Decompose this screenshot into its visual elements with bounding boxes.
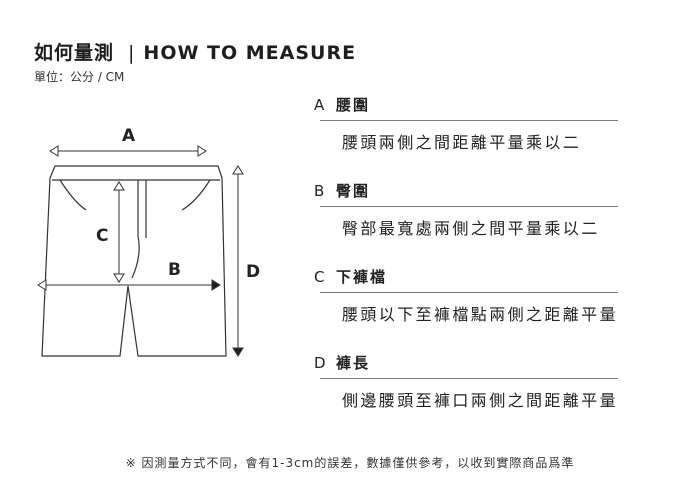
shorts-outline <box>41 165 227 357</box>
measurement-rise: C 下褲檔 腰頭以下至褲檔點兩側之距離平量 <box>314 266 654 325</box>
title-chinese: 如何量測 <box>34 42 115 64</box>
measurement-letter: A <box>314 96 325 114</box>
measurement-waist: A 腰圍 腰頭兩側之間距離平量乘以二 <box>314 94 654 153</box>
rise-arrow <box>113 181 125 283</box>
measurement-description: 腰頭以下至褲檔點兩側之距離平量 <box>342 305 619 324</box>
measurement-name: 褲長 <box>336 354 371 372</box>
diagram-label-b: B <box>168 260 181 280</box>
measurement-hip: B 臀圍 臀部最寬處兩側之間平量乘以二 <box>314 180 654 239</box>
measurement-length: D 褲長 側邊腰頭至褲口兩側之間距離平量 <box>314 352 654 411</box>
measurement-description: 臀部最寬處兩側之間平量乘以二 <box>342 219 600 238</box>
title-separator: | <box>128 42 136 64</box>
measurement-name: 臀圍 <box>336 182 371 200</box>
diagram-label-a: A <box>122 126 136 146</box>
divider <box>320 206 618 207</box>
measurement-letter: D <box>314 354 326 372</box>
shorts-diagram: A B C D <box>30 118 270 368</box>
measurement-description: 腰頭兩側之間距離平量乘以二 <box>342 133 582 152</box>
page-title: 如何量測 | HOW TO MEASURE <box>34 38 356 65</box>
measurement-name: 腰圍 <box>336 96 371 114</box>
title-english: HOW TO MEASURE <box>143 42 357 64</box>
measurement-description: 側邊腰頭至褲口兩側之間距離平量 <box>342 391 619 410</box>
divider <box>320 292 618 293</box>
divider <box>320 378 618 379</box>
disclaimer-note: ※ 因測量方式不同，會有1-3cm的誤差，數據僅供參考，以收到實際商品爲準 <box>125 456 575 470</box>
diagram-label-c: C <box>96 226 109 246</box>
measurement-name: 下褲檔 <box>336 268 388 286</box>
diagram-label-d: D <box>246 262 261 282</box>
waist-arrow <box>49 145 207 157</box>
measurement-letter: B <box>314 182 325 200</box>
divider <box>320 120 618 121</box>
measurement-letter: C <box>314 268 325 286</box>
shorts-illustration <box>37 145 244 357</box>
length-arrow <box>232 165 244 357</box>
unit-label: 單位：公分 / CM <box>34 70 125 84</box>
hip-arrow <box>37 279 221 291</box>
